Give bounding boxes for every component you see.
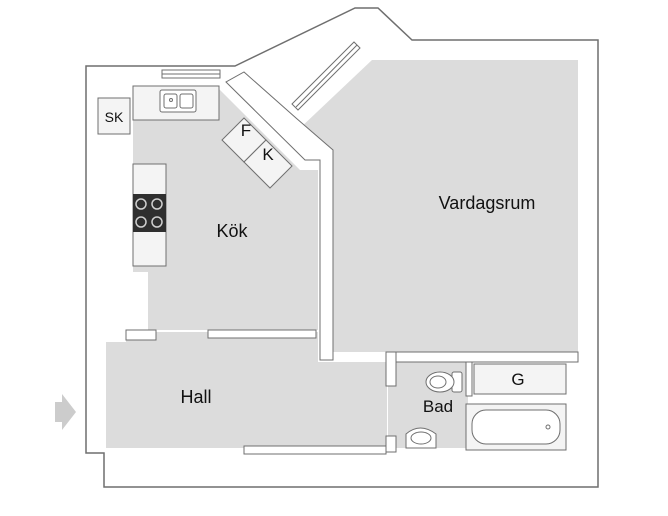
room-label-bad: Bad (423, 397, 453, 416)
window-diagonal (291, 41, 361, 111)
wall-bath-g (465, 361, 473, 397)
fixture-k: K (243, 139, 293, 189)
bathtub-icon (465, 403, 567, 451)
fixture-f-label: F (241, 121, 251, 140)
entrance-arrow-icon (55, 394, 76, 430)
fixture-sk (97, 97, 131, 135)
room-label-vardagsrum: Vardagsrum (439, 193, 536, 213)
wall-bath-top (385, 351, 579, 363)
wall-bath-left (385, 351, 397, 387)
room-label-kok: Kök (216, 221, 248, 241)
toilet-icon (425, 371, 463, 393)
fixture-g (473, 363, 567, 395)
wall-left-stub (125, 329, 157, 341)
wash-basin-icon (405, 427, 437, 449)
wall-bottom-stub (243, 445, 387, 455)
inner-walls (125, 71, 579, 455)
room-label-hall: Hall (180, 387, 211, 407)
fixture-g-label: G (511, 370, 524, 389)
wall-hall-upper (207, 329, 317, 339)
window-kitchen (161, 69, 221, 79)
wall-kitchen-living (225, 71, 334, 361)
stove-icon (133, 194, 166, 232)
kitchen-sink-icon (159, 89, 197, 113)
wall-bath-lower (385, 435, 397, 453)
floor-vardagsrum (298, 60, 578, 352)
floor-hall (106, 332, 387, 448)
fixture-sk-label: SK (105, 109, 124, 125)
fixture-k-label: K (262, 145, 274, 164)
